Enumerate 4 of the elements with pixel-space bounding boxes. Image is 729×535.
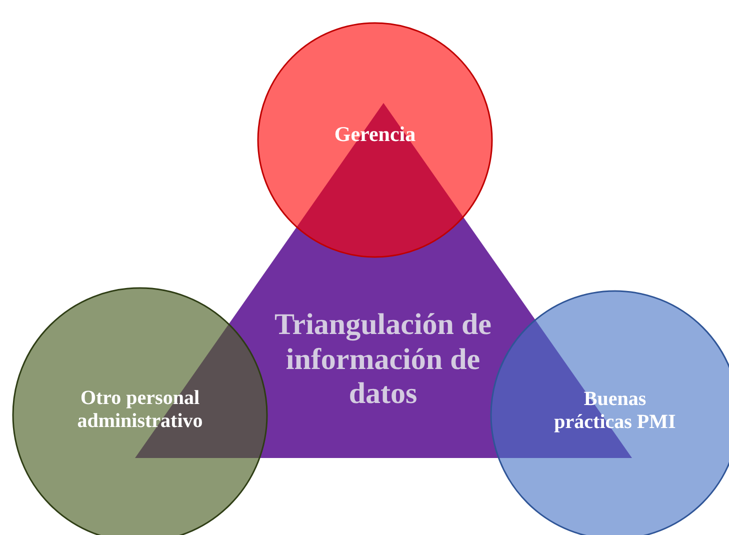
node-label: Gerencia — [333, 122, 417, 146]
circle — [257, 22, 493, 258]
node-label: Triangulación de información de datos — [274, 308, 492, 412]
node-label: Otro personal administrativo — [76, 387, 204, 433]
